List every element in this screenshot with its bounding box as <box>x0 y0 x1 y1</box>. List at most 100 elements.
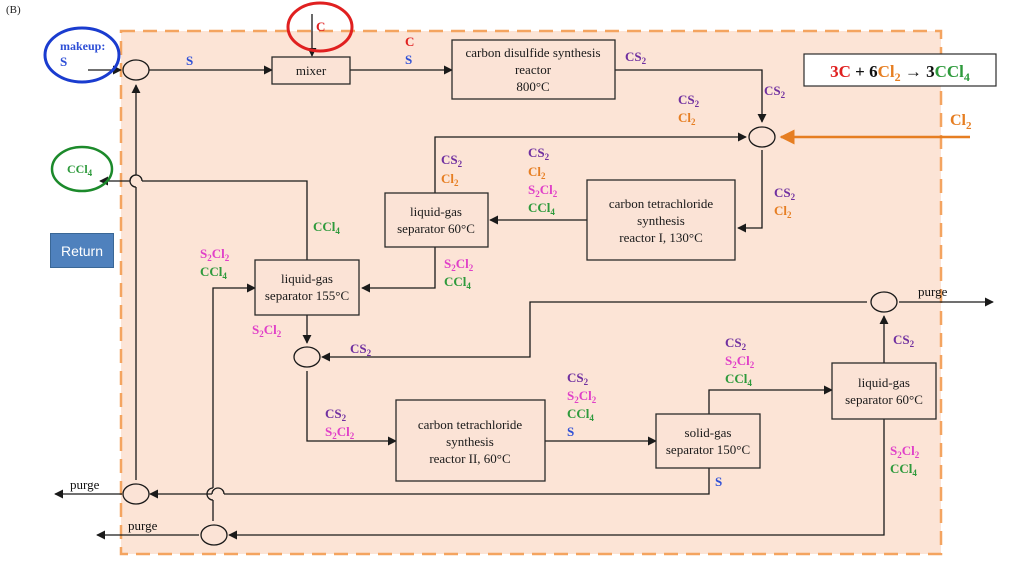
unit-mixer: mixer <box>271 56 351 85</box>
chlorine-input-label: Cl2 <box>950 112 972 132</box>
svg-text:S2Cl2: S2Cl2 <box>200 246 230 263</box>
makeup-circle <box>43 26 121 84</box>
svg-text:CS2: CS2 <box>528 145 550 162</box>
svg-text:reactor II, 60°C: reactor II, 60°C <box>429 451 510 466</box>
svg-text:CS2: CS2 <box>725 335 747 352</box>
svg-text:solid-gas: solid-gas <box>685 425 732 440</box>
unit-lg-separator-60-right: liquid-gas separator 60°C <box>831 362 937 420</box>
svg-text:S2Cl2: S2Cl2 <box>725 353 755 370</box>
mix-node-cl2 <box>748 126 776 148</box>
svg-text:Cl2: Cl2 <box>441 171 459 188</box>
purge-label-left-mid: purge <box>70 477 100 492</box>
panel-tag: (B) <box>6 4 21 16</box>
purge-label-top-right: purge <box>918 284 948 299</box>
stream-r1-cs2: CS2 <box>774 185 796 202</box>
svg-text:liquid-gas: liquid-gas <box>281 271 333 286</box>
svg-text:S2Cl2: S2Cl2 <box>444 256 474 273</box>
svg-text:CS2: CS2 <box>325 406 347 423</box>
svg-text:mixer: mixer <box>296 63 327 78</box>
svg-text:carbon disulfide synthesis: carbon disulfide synthesis <box>465 45 600 60</box>
svg-text:S2Cl2: S2Cl2 <box>528 182 558 199</box>
stream-sg-top-cs2: CS2 <box>725 335 747 352</box>
svg-text:separator 60°C: separator 60°C <box>845 392 923 407</box>
return-button[interactable]: Return <box>50 233 114 268</box>
flow-s-hop <box>211 487 225 495</box>
svg-text:separator 150°C: separator 150°C <box>666 442 750 457</box>
stream-sep60-bottom-ccl4: CCl4 <box>444 274 471 291</box>
svg-text:reactor I, 130°C: reactor I, 130°C <box>619 230 703 245</box>
flow-recycle-to-mix <box>434 132 747 193</box>
svg-text:CS2: CS2 <box>678 92 700 109</box>
svg-text:CCl4: CCl4 <box>567 406 594 423</box>
stream-r1-out-cs2: CS2 <box>528 145 550 162</box>
stream-r2-feed-s2cl2: S2Cl2 <box>325 424 355 441</box>
svg-text:Cl2: Cl2 <box>774 203 792 220</box>
flow-mix2-to-reactor2 <box>306 371 397 446</box>
flow-s-recycle <box>224 468 710 495</box>
unit-cs2-reactor: carbon disulfide synthesis reactor 800°C <box>451 39 616 100</box>
svg-text:separator 155°C: separator 155°C <box>265 288 349 303</box>
svg-text:CCl4: CCl4 <box>200 264 227 281</box>
unit-ccl4-reactor-1: carbon tetrachloride synthesis reactor I… <box>586 179 736 261</box>
stream-r1-out-ccl4: CCl4 <box>528 200 555 217</box>
split-node-purge-top <box>870 291 898 313</box>
flow-cs2-recycle <box>321 301 867 362</box>
svg-text:Cl2: Cl2 <box>678 110 696 127</box>
stream-r2-out-s: S <box>567 424 574 439</box>
stream-r1-out-s2cl2: S2Cl2 <box>528 182 558 199</box>
svg-text:CS2: CS2 <box>774 185 796 202</box>
stream-sep155-bottom-s2cl2: S2Cl2 <box>252 322 282 339</box>
stream-lg-right-cs2: CS2 <box>893 332 915 349</box>
svg-text:CCl4: CCl4 <box>528 200 555 217</box>
split-node-purge-bottom <box>200 524 228 546</box>
flow-s2cl2-return <box>228 419 885 540</box>
svg-text:reactor: reactor <box>515 62 552 77</box>
svg-text:CS2: CS2 <box>350 341 372 358</box>
stream-sep60-bottom-s2cl2: S2Cl2 <box>444 256 474 273</box>
carbon-input-label: C <box>316 19 325 34</box>
flow-sgsep-to-lgsep <box>708 385 833 414</box>
svg-text:CCl4: CCl4 <box>890 461 917 478</box>
stream-lg-right-bottom-ccl4: CCl4 <box>890 461 917 478</box>
svg-text:S2Cl2: S2Cl2 <box>567 388 597 405</box>
svg-text:carbon tetrachloride: carbon tetrachloride <box>609 196 714 211</box>
makeup-label: makeup: <box>60 39 105 53</box>
stream-mix2-cs2: CS2 <box>350 341 372 358</box>
flow-cs2-to-mix <box>615 69 767 123</box>
stream-sep60-cs2: CS2 <box>441 152 463 169</box>
flow-ccl4-out <box>142 180 308 260</box>
flow-s2cl2-hop <box>206 487 214 501</box>
svg-text:S2Cl2: S2Cl2 <box>325 424 355 441</box>
split-node-purge-mid <box>122 483 150 505</box>
svg-text:liquid-gas: liquid-gas <box>858 375 910 390</box>
stream-lg-right-bottom-s2cl2: S2Cl2 <box>890 443 920 460</box>
svg-text:CS2: CS2 <box>625 49 647 66</box>
stream-r2-out-s2cl2: S2Cl2 <box>567 388 597 405</box>
svg-text:S2Cl2: S2Cl2 <box>890 443 920 460</box>
svg-text:3C + 6Cl2 → 3CCl4: 3C + 6Cl2 → 3CCl4 <box>830 62 970 84</box>
stream-cs2-to-mix: CS2 <box>764 83 786 100</box>
svg-text:CS2: CS2 <box>441 152 463 169</box>
unit-sg-separator-150: solid-gas separator 150°C <box>655 413 761 469</box>
svg-text:synthesis: synthesis <box>637 213 685 228</box>
reaction-equation: 3C + 6Cl2 → 3CCl4 <box>803 53 997 87</box>
makeup-s-label: S <box>60 54 67 69</box>
stream-sg-top-ccl4: CCl4 <box>725 371 752 388</box>
stream-sep60-cl2: Cl2 <box>441 171 459 188</box>
stream-sep155-ccl4: CCl4 <box>313 219 340 236</box>
stream-feed155-ccl4: CCl4 <box>200 264 227 281</box>
stream-sg-top-s2cl2: S2Cl2 <box>725 353 755 370</box>
carbon-circle <box>286 1 354 53</box>
unit-ccl4-reactor-2: carbon tetrachloride synthesis reactor I… <box>395 399 546 482</box>
flow-sep60-to-sep155 <box>361 247 436 293</box>
svg-text:Cl2: Cl2 <box>528 164 546 181</box>
stream-r2-feed-cs2: CS2 <box>325 406 347 423</box>
stream-c-mixer-out: C <box>405 34 414 49</box>
stream-r2-out-cs2: CS2 <box>567 370 589 387</box>
unit-lg-separator-60-top: liquid-gas separator 60°C <box>384 192 489 248</box>
svg-text:liquid-gas: liquid-gas <box>410 204 462 219</box>
stream-recycle-cs2: CS2 <box>678 92 700 109</box>
unit-lg-separator-155: liquid-gas separator 155°C <box>254 259 360 316</box>
stream-feed155-s2cl2: S2Cl2 <box>200 246 230 263</box>
